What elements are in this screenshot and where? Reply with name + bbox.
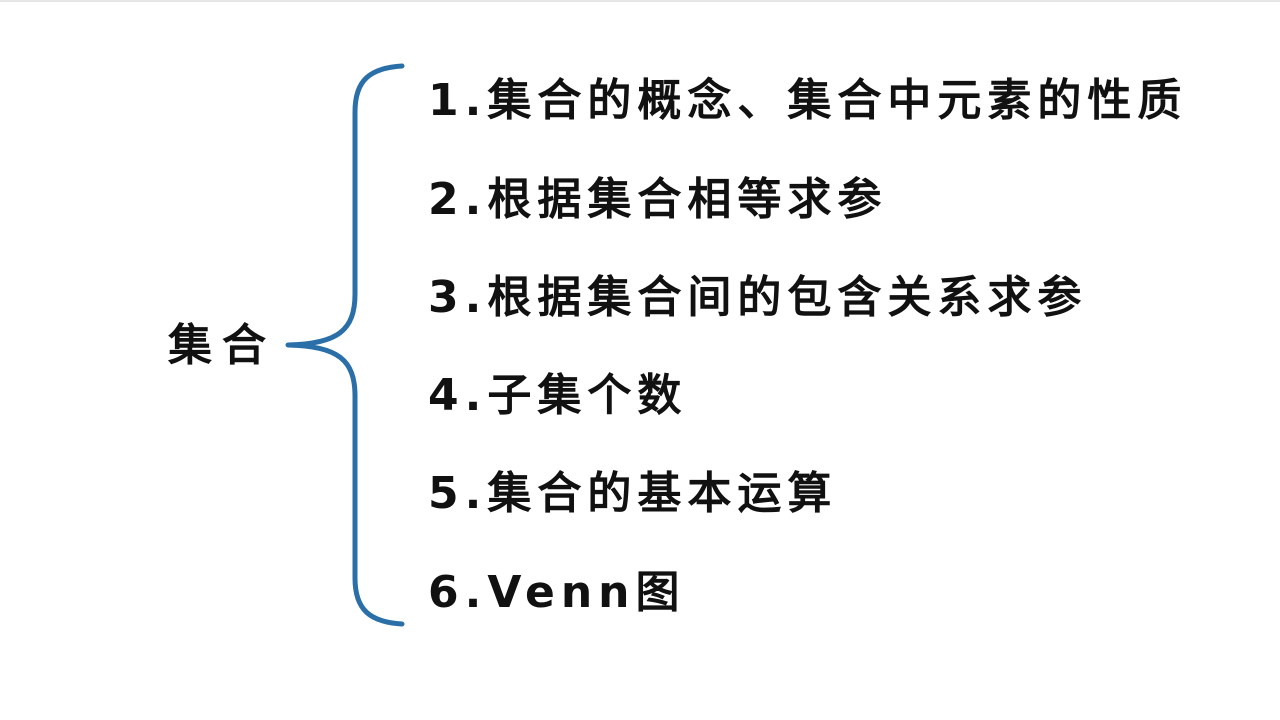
list-item: 1.集合的概念、集合中元素的性质	[428, 71, 1187, 131]
item-number: 6.	[428, 567, 488, 618]
top-border-line	[0, 0, 1280, 2]
item-label: 集合的概念、集合中元素的性质	[487, 75, 1188, 126]
list-item: 4.子集个数	[428, 366, 687, 426]
item-number: 2.	[428, 174, 488, 225]
root-node-label: 集合	[168, 320, 276, 371]
list-item: 3.根据集合间的包含关系求参	[428, 268, 1087, 328]
item-label: Venn图	[487, 567, 686, 618]
list-item: 6.Venn图	[428, 563, 685, 623]
item-number: 1.	[428, 75, 488, 126]
item-label: 根据集合间的包含关系求参	[487, 272, 1088, 323]
item-number: 4.	[428, 370, 488, 421]
item-number: 3.	[428, 272, 488, 323]
list-item: 5.集合的基本运算	[428, 464, 837, 524]
list-item: 2.根据集合相等求参	[428, 170, 887, 230]
item-label: 根据集合相等求参	[487, 174, 888, 225]
brace-path	[285, 63, 405, 627]
item-label: 子集个数	[487, 370, 688, 421]
item-label: 集合的基本运算	[487, 468, 838, 519]
item-number: 5.	[428, 468, 488, 519]
